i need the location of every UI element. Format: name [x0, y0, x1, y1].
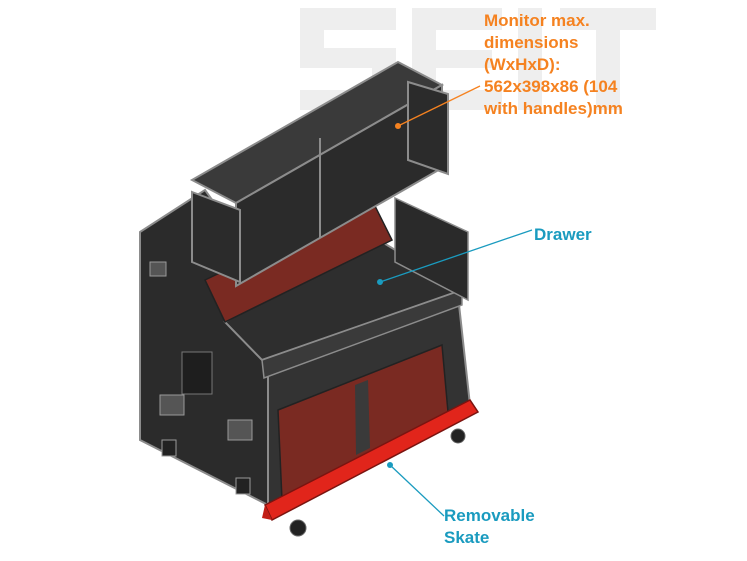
drawer-front — [261, 288, 463, 380]
monitor-leader — [395, 85, 481, 129]
monitor-lid-left — [191, 190, 241, 284]
skate-annotation-line: Skate — [444, 528, 490, 547]
drawer-leader — [377, 229, 533, 285]
monitor-dimensions-annotation: Monitor max. dimensions (WxHxD): 562x398… — [484, 10, 623, 120]
right-wall — [394, 196, 469, 302]
monitor-annotation-line: Monitor max. — [484, 11, 590, 30]
monitor-annotation-line: dimensions — [484, 33, 579, 52]
monitor-annotation-line: with handles)mm — [484, 99, 623, 118]
monitor-annotation-line: (WxHxD): — [484, 55, 561, 74]
monitor-annotation-line: 562x398x86 (104 — [484, 77, 618, 96]
drawer-annotation-line: Drawer — [534, 225, 592, 244]
flight-case-drawing-icon — [139, 60, 480, 537]
skate-annotation-line: Removable — [444, 506, 535, 525]
monitor-lid-right — [407, 80, 449, 176]
skate-annotation: Removable Skate — [444, 505, 535, 549]
drawer-annotation: Drawer — [534, 224, 592, 246]
skate-leader — [387, 462, 445, 517]
